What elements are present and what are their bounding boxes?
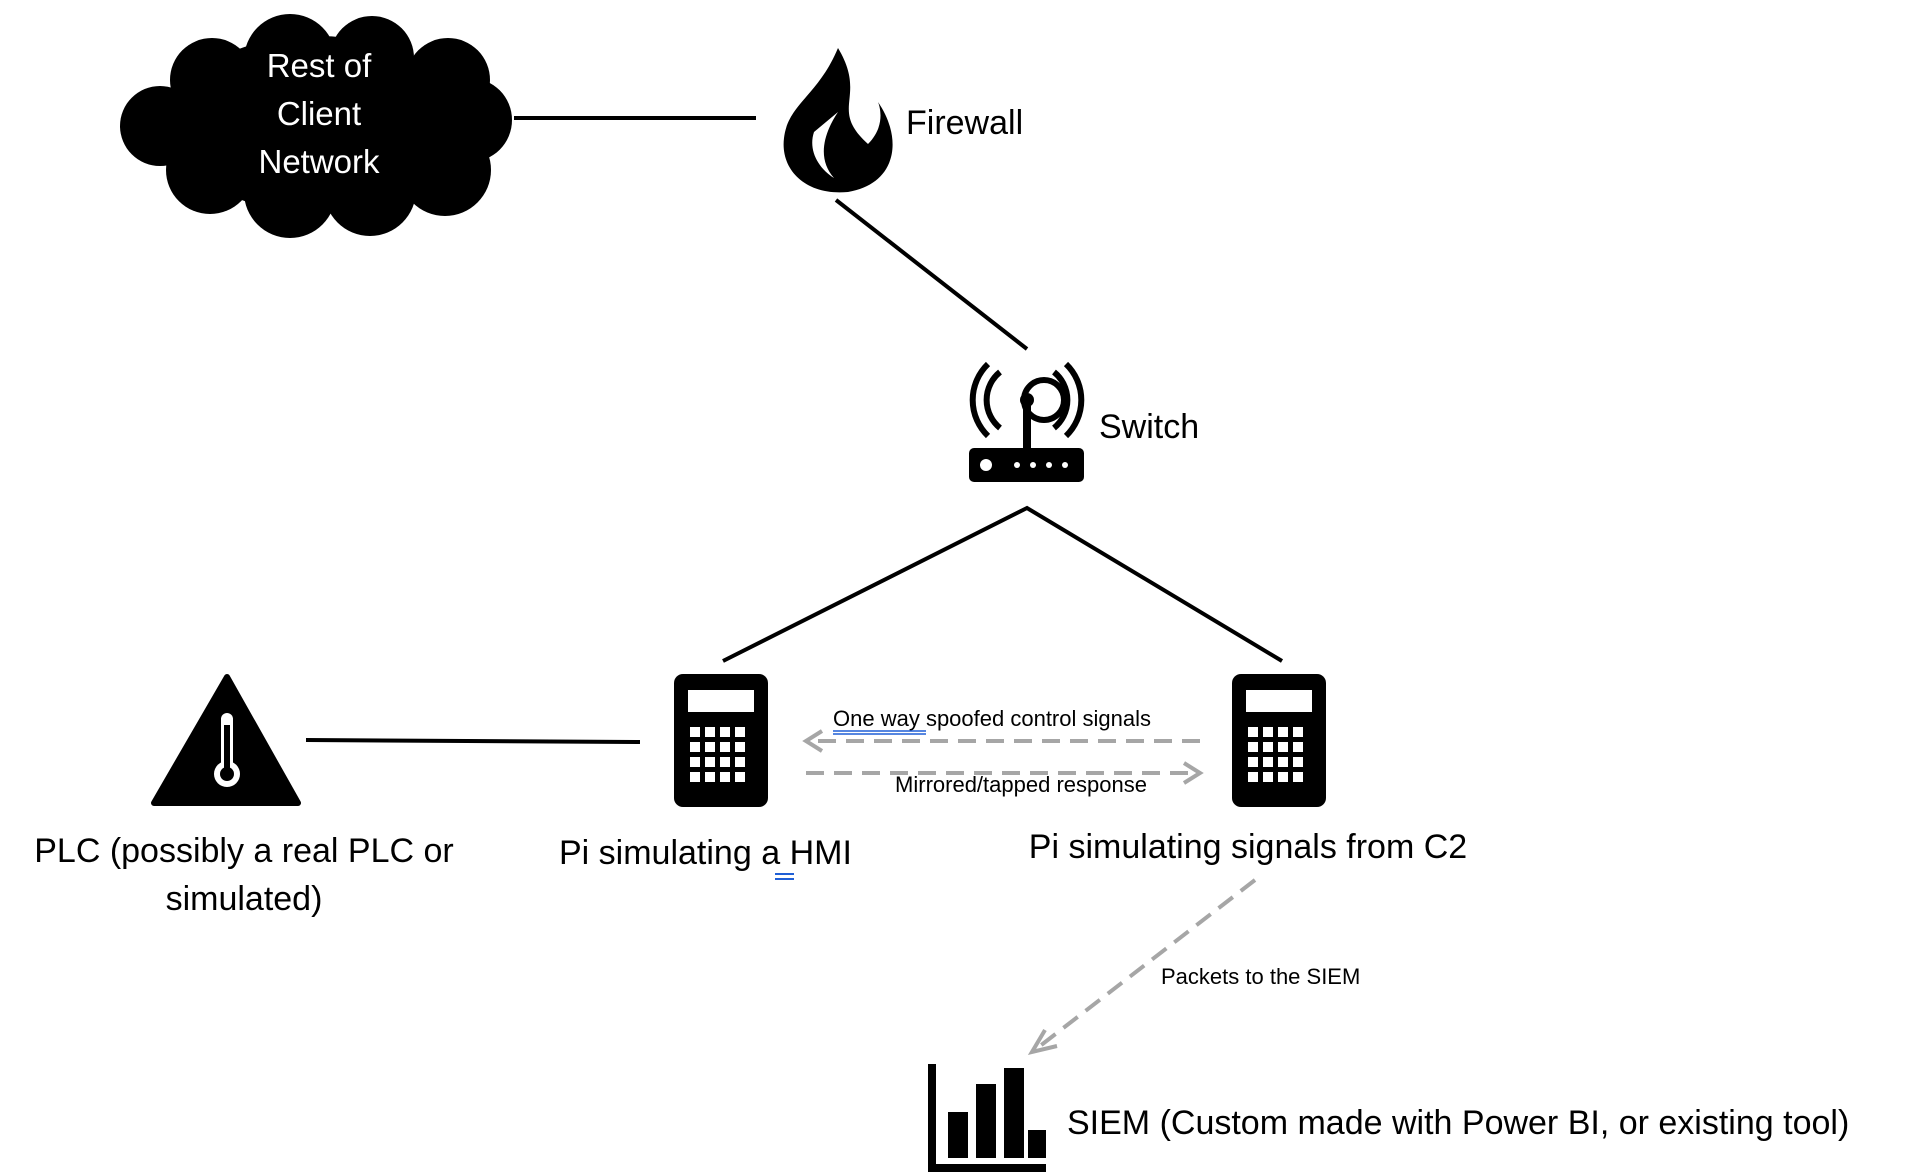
siem-packets-arrow	[1027, 878, 1257, 1056]
hmi-pi-label-prefix: Pi simulating	[559, 834, 761, 872]
siem-node: SIEM (Custom made with Power BI, or exis…	[928, 1064, 1849, 1172]
flame-icon	[783, 48, 893, 193]
switch-node: Switch	[969, 361, 1199, 482]
switch-label: Switch	[1099, 408, 1199, 446]
spoofed-signal-label: One way spoofed control signals	[833, 706, 1151, 731]
warning-thermometer-icon	[151, 674, 301, 806]
calculator-icon	[674, 674, 768, 807]
router-icon	[969, 361, 1085, 482]
mirrored-response-arrow	[806, 761, 1204, 785]
hmi-pi-label-suffix: HMI	[780, 834, 852, 872]
edge-plc-hmi	[305, 738, 641, 744]
edge-firewall-switch	[834, 198, 1029, 351]
firewall-label: Firewall	[906, 104, 1023, 142]
c2-pi-node: Pi simulating signals from C2	[1029, 674, 1467, 866]
spoofed-signal-label-rest: spoofed control signals	[920, 706, 1151, 731]
edge-switch-pis	[722, 505, 1284, 663]
hmi-pi-label: Pi simulating a HMI	[559, 834, 852, 872]
cloud-icon	[120, 14, 512, 238]
mirrored-response-label: Mirrored/tapped response	[895, 772, 1147, 797]
bar-chart-icon	[928, 1064, 1046, 1172]
plc-label-line-2: simulated)	[166, 880, 323, 918]
siem-label: SIEM (Custom made with Power BI, or exis…	[1067, 1104, 1849, 1142]
hmi-pi-node: Pi simulating a HMI	[559, 674, 852, 880]
spoofed-signal-arrow	[802, 729, 1200, 753]
plc-node: PLC (possibly a real PLC or simulated)	[34, 674, 454, 918]
cloud-label-line-1: Rest of	[267, 47, 372, 84]
firewall-node: Firewall	[783, 48, 1023, 193]
hmi-pi-label-underlined: a	[761, 834, 780, 872]
cloud-label-line-2: Client	[277, 95, 361, 132]
cloud-label-line-3: Network	[258, 143, 380, 180]
spoofed-signal-label-underlined: One way	[833, 706, 920, 731]
cloud-node: Rest of Client Network	[120, 14, 512, 238]
calculator-icon	[1232, 674, 1326, 807]
c2-pi-label: Pi simulating signals from C2	[1029, 828, 1467, 866]
plc-label-line-1: PLC (possibly a real PLC or	[34, 832, 454, 870]
siem-packets-label: Packets to the SIEM	[1161, 964, 1360, 989]
